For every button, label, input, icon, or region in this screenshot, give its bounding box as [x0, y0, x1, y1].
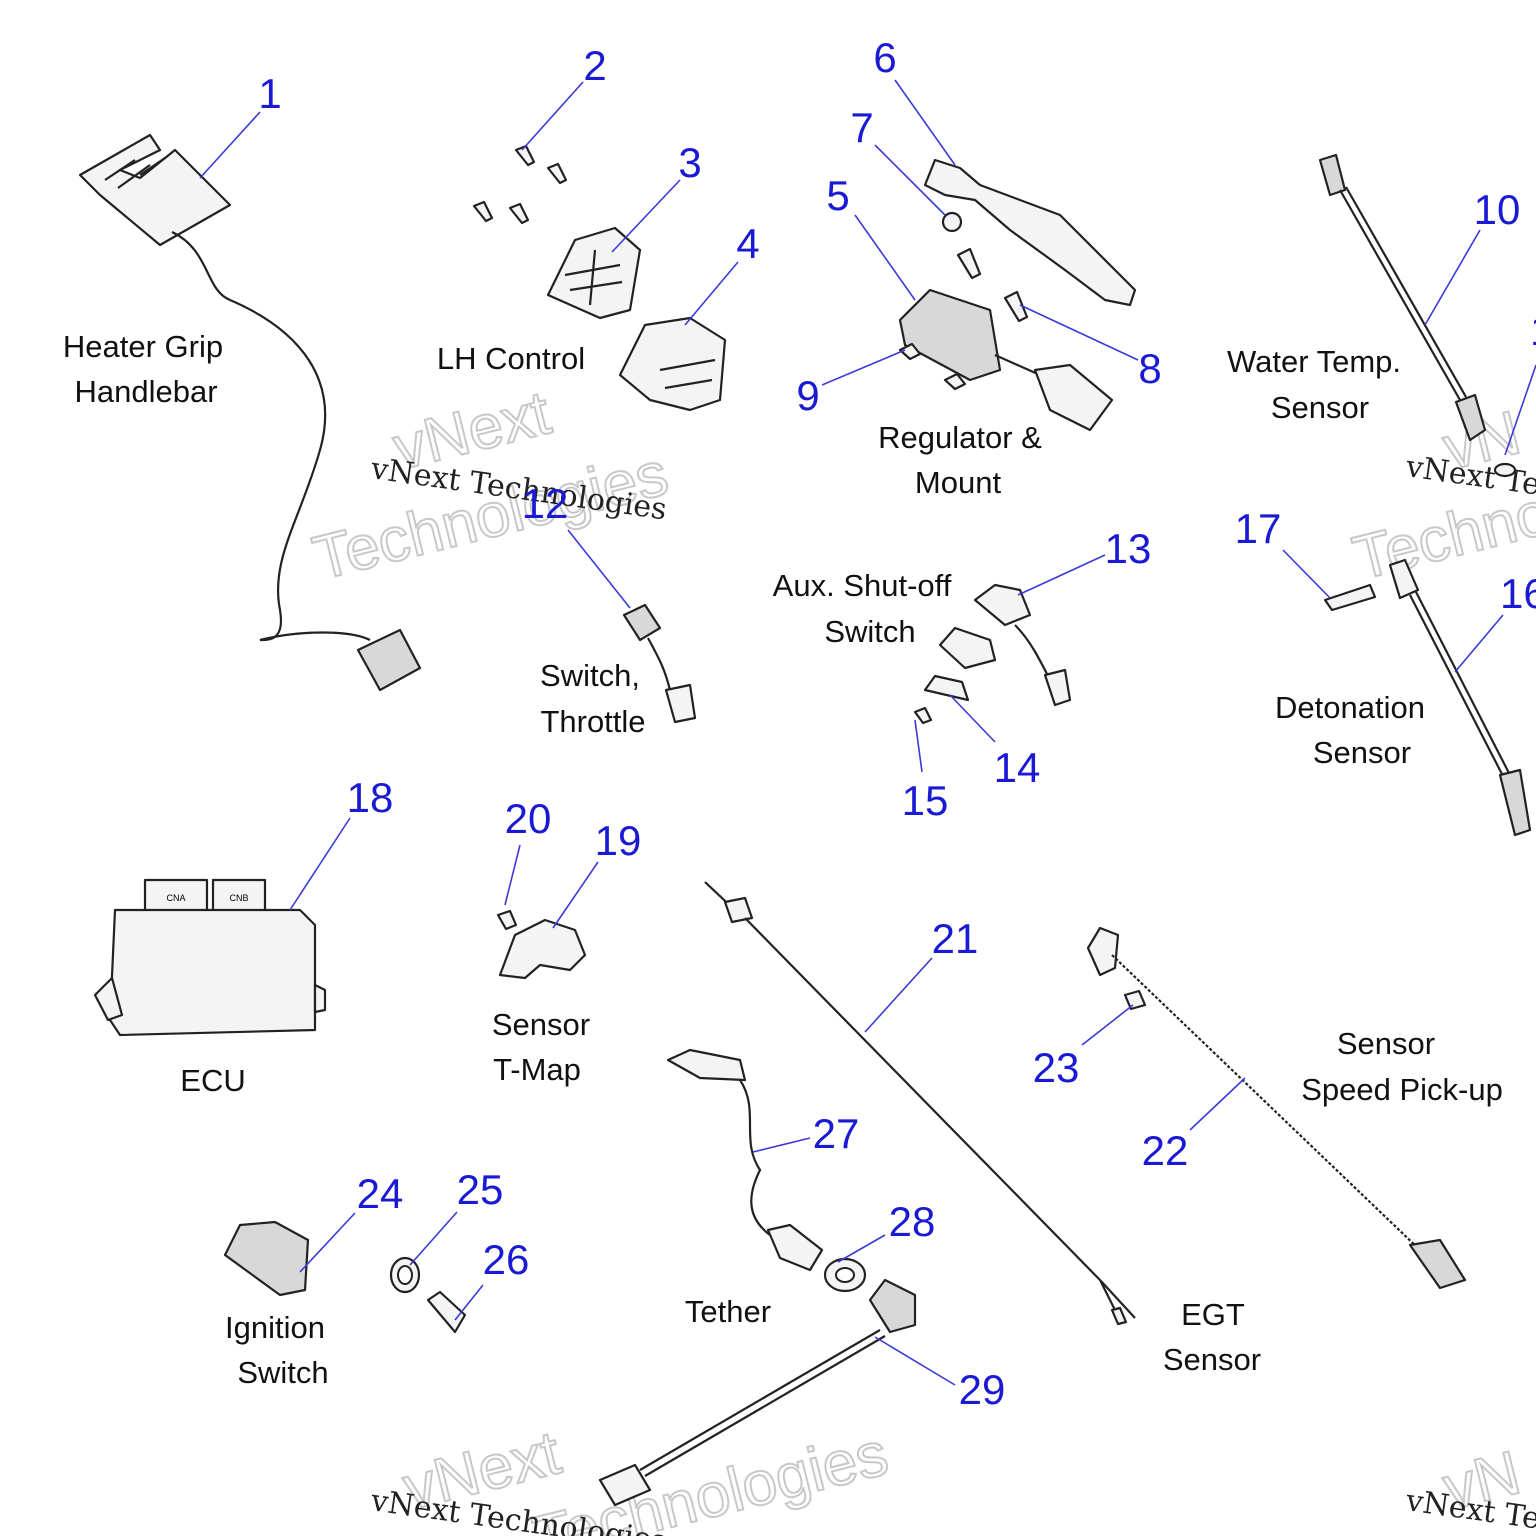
- tether-switch-29: [598, 1278, 917, 1507]
- callout-23: 23: [1033, 1044, 1080, 1091]
- label-egt-1: EGT: [1181, 1297, 1245, 1332]
- throttle-switch-12: [622, 603, 697, 724]
- label-aux-shutoff-1: Aux. Shut-off: [773, 568, 952, 603]
- label-water-temp-2: Sensor: [1271, 390, 1369, 425]
- lh-control-body-4: [618, 316, 727, 412]
- ecu-connector-b: CNB: [229, 893, 248, 903]
- callout-3: 3: [678, 139, 701, 186]
- callout-numbers: 1 2 3 4 5 6 7 8 9 10 1 12 13 14 15 16 17…: [258, 34, 1536, 1413]
- callout-29: 29: [959, 1366, 1006, 1413]
- callout-27: 27: [813, 1110, 860, 1157]
- watermark-top-left: vNext Technologies vNext Technologies: [306, 377, 676, 594]
- label-switch-throttle-1: Switch,: [540, 658, 640, 693]
- tether-27: [666, 1048, 824, 1272]
- small-parts-7-8-9: [898, 211, 1029, 391]
- callout-11: 1: [1530, 307, 1536, 354]
- watermark-bottom-right: vN vNext Te: [1403, 1437, 1536, 1536]
- callout-1: 1: [258, 70, 281, 117]
- ecu-connector-a: CNA: [166, 893, 185, 903]
- label-detonation-1: Detonation: [1275, 690, 1425, 725]
- tmap-sensor-19: [496, 909, 587, 980]
- screws-2: [472, 144, 568, 225]
- ignition-switch-24: [223, 1220, 467, 1334]
- ecu-18: CNA CNB: [93, 878, 327, 1037]
- callout-13: 13: [1105, 525, 1152, 572]
- label-detonation-2: Sensor: [1313, 735, 1411, 770]
- label-aux-shutoff-2: Switch: [824, 614, 915, 649]
- callout-4: 4: [736, 220, 759, 267]
- label-sensor-tmap-1: Sensor: [492, 1007, 590, 1042]
- callout-9: 9: [796, 372, 819, 419]
- label-sensor-speed-1: Sensor: [1337, 1026, 1435, 1061]
- callout-17: 17: [1235, 505, 1282, 552]
- callout-21: 21: [932, 915, 979, 962]
- label-ignition-2: Switch: [237, 1355, 328, 1390]
- callout-24: 24: [357, 1170, 404, 1217]
- callout-28: 28: [889, 1198, 936, 1245]
- callout-2: 2: [583, 42, 606, 89]
- callout-5: 5: [826, 172, 849, 219]
- regulator-body-5: [898, 288, 1114, 432]
- part-labels: Heater Grip Handlebar LH Control Regulat…: [63, 329, 1503, 1390]
- egt-sensor-21: [704, 881, 1136, 1326]
- label-egt-2: Sensor: [1163, 1342, 1261, 1377]
- callout-18: 18: [347, 774, 394, 821]
- label-regulator-2: Mount: [915, 465, 1002, 500]
- leader-lines: [199, 79, 1536, 1386]
- heater-grip-part: [78, 133, 422, 692]
- callout-12: 12: [522, 480, 569, 527]
- callout-16: 16: [1500, 570, 1536, 617]
- water-temp-sensor-10: [1318, 153, 1517, 478]
- label-heater-grip-1: Heater Grip: [63, 329, 223, 364]
- callout-14: 14: [994, 744, 1041, 791]
- detonation-sensor-16: [1323, 558, 1532, 837]
- callout-25: 25: [457, 1166, 504, 1213]
- tether-nut-28: [823, 1257, 867, 1293]
- label-switch-throttle-2: Throttle: [540, 704, 645, 739]
- callout-8: 8: [1138, 345, 1161, 392]
- callout-20: 20: [505, 795, 552, 842]
- label-tether: Tether: [685, 1294, 771, 1329]
- label-lh-control: LH Control: [437, 341, 585, 376]
- callout-6: 6: [873, 34, 896, 81]
- regulator-mount-bracket-6: [923, 158, 1137, 307]
- callout-26: 26: [483, 1236, 530, 1283]
- lh-control-housing-3: [546, 226, 642, 320]
- aux-shutoff-switch-13: [913, 583, 1072, 725]
- watermark-top-right: vN Techno vNext Te: [1346, 397, 1536, 594]
- label-sensor-speed-2: Speed Pick-up: [1301, 1072, 1503, 1107]
- callout-10: 10: [1474, 186, 1521, 233]
- label-ecu: ECU: [180, 1063, 245, 1098]
- speed-pickup-22: [1086, 926, 1467, 1290]
- label-sensor-tmap-2: T-Map: [493, 1052, 581, 1087]
- callout-7: 7: [850, 104, 873, 151]
- callout-19: 19: [595, 817, 642, 864]
- label-heater-grip-2: Handlebar: [74, 374, 217, 409]
- label-regulator-1: Regulator &: [878, 420, 1042, 455]
- callout-15: 15: [902, 777, 949, 824]
- label-water-temp-1: Water Temp.: [1227, 344, 1401, 379]
- label-ignition-1: Ignition: [225, 1310, 325, 1345]
- callout-22: 22: [1142, 1127, 1189, 1174]
